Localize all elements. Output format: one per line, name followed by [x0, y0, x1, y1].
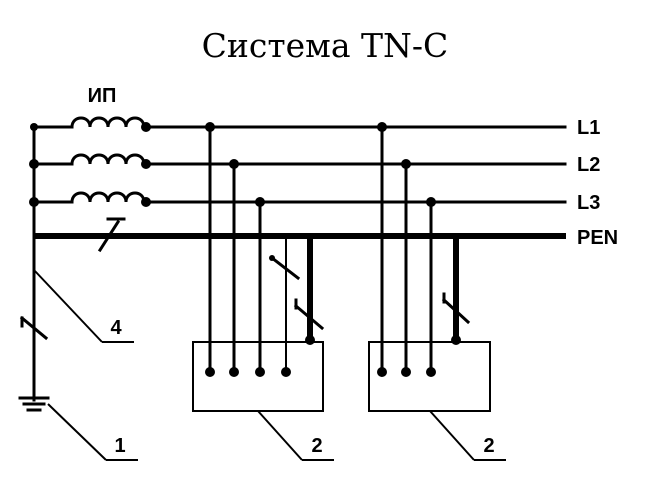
phase-line-l3: [29, 191, 567, 207]
callout-2-b-label: 2: [483, 435, 494, 457]
load-a: [192, 122, 325, 412]
callout-1-label: 1: [114, 435, 125, 457]
phase-line-l2: [29, 153, 567, 169]
winding-coil-l3: [70, 191, 146, 204]
load-b: [368, 122, 491, 412]
winding-coil-l2: [70, 153, 146, 166]
phase-line-l1: [30, 116, 567, 132]
label-l2: L2: [577, 154, 600, 176]
callout-2-a-label: 2: [311, 435, 322, 457]
pen-line: [34, 217, 566, 253]
callout-4: 4: [33, 269, 134, 343]
earth-symbol: [18, 383, 50, 412]
diagram-title: Система TN-C: [202, 26, 449, 65]
winding-coil-l1: [70, 116, 146, 129]
label-l3: L3: [577, 192, 600, 214]
callout-4-label: 4: [110, 317, 122, 339]
pen-break-mark: [97, 219, 121, 253]
label-l1: L1: [577, 117, 600, 139]
callout-2-a: 2: [257, 410, 334, 461]
label-pen: PEN: [577, 227, 618, 249]
callout-2-b: 2: [429, 410, 506, 461]
callout-1: 1: [47, 403, 138, 461]
neutral-ground-cross-mark: [19, 315, 49, 341]
source-label: ИП: [88, 85, 117, 107]
